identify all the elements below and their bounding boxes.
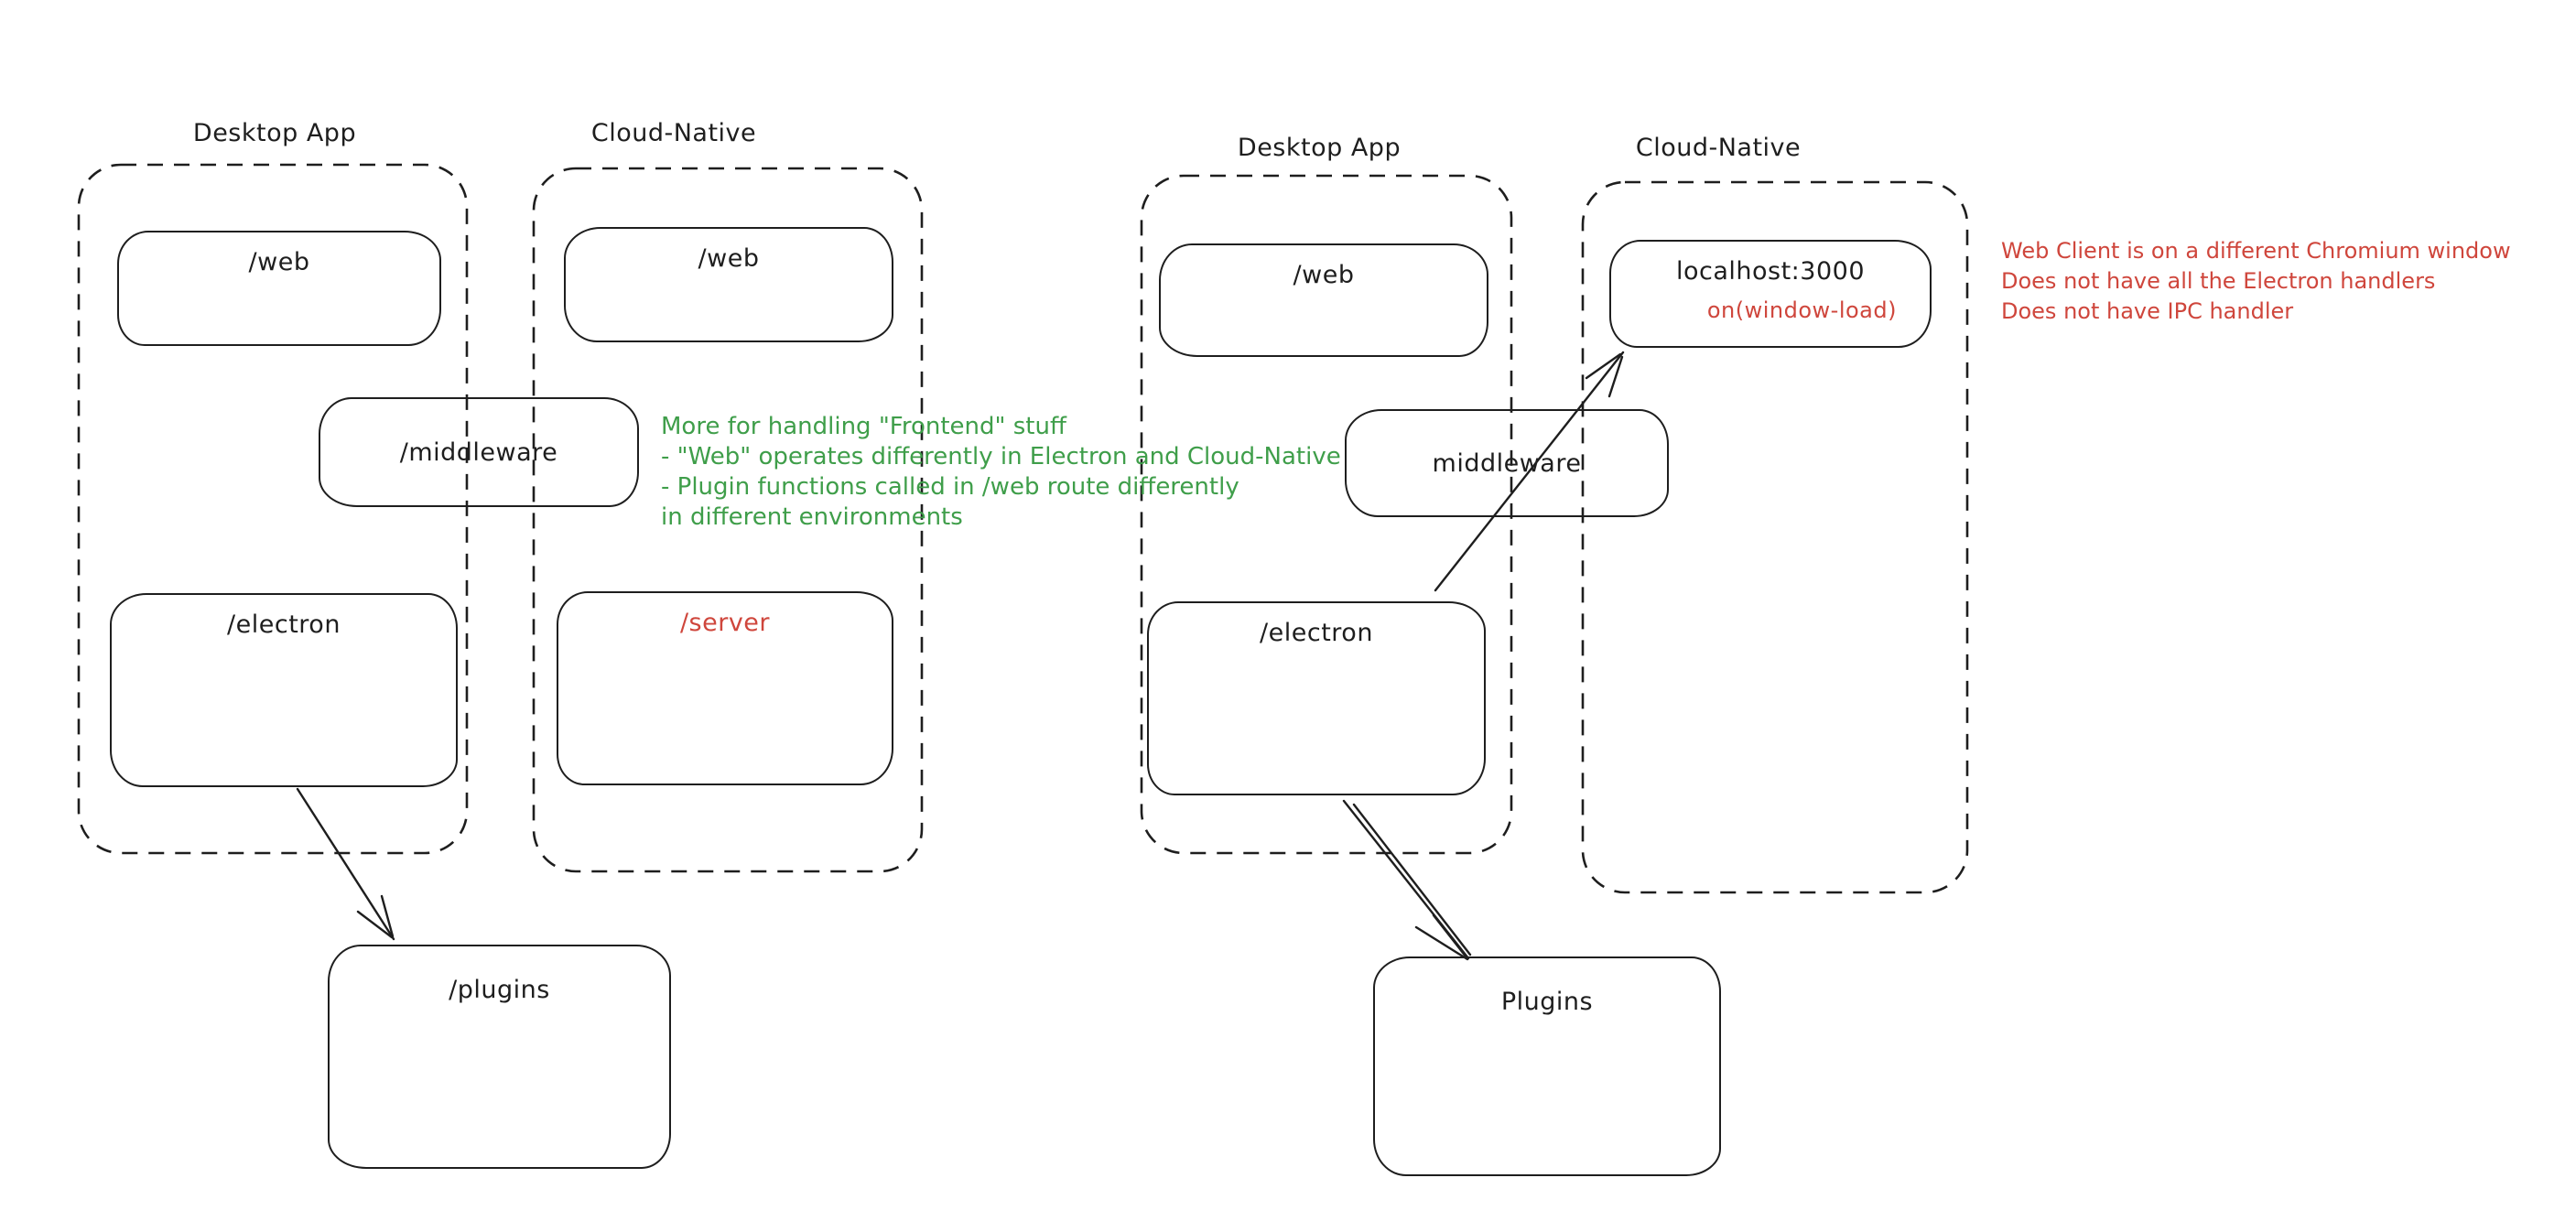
right-localhost-box[interactable]: localhost:3000 on(window-load): [1609, 240, 1932, 348]
on-window-load-label: on(window-load): [1706, 297, 1897, 323]
left-plugins-box[interactable]: /plugins: [328, 945, 671, 1169]
right-cloud-native-container[interactable]: [1581, 180, 1969, 894]
note-line: Web Client is on a different Chromium wi…: [2001, 238, 2511, 264]
arrow-electron-to-localhost[interactable]: [1434, 351, 1625, 592]
left-desktop-app-title[interactable]: Desktop App: [192, 119, 357, 147]
note-line: Does not have IPC handler: [2001, 298, 2294, 324]
box-label: /web: [1293, 261, 1355, 289]
note-line: - Plugin functions called in /web route …: [661, 473, 1239, 501]
arrow-electron-to-plugins-left[interactable]: [296, 787, 395, 941]
box-label: /middleware: [399, 438, 558, 467]
note-line: More for handling "Frontend" stuff: [661, 413, 1066, 440]
note-line: Does not have all the Electron handlers: [2001, 268, 2436, 294]
right-plugins-box[interactable]: Plugins: [1373, 956, 1721, 1176]
box-label: /electron: [1260, 619, 1373, 647]
right-desktop-app-title[interactable]: Desktop App: [1237, 134, 1402, 162]
left-cloud-native-title[interactable]: Cloud-Native: [590, 119, 757, 147]
right-desktop-app-container[interactable]: [1140, 174, 1513, 855]
left-electron-box[interactable]: /electron: [110, 593, 458, 787]
box-label: /web: [248, 248, 310, 276]
note-line: - "Web" operates differently in Electron…: [661, 443, 1341, 470]
green-annotation[interactable]: More for handling "Frontend" stuff - "We…: [661, 412, 1341, 533]
note-line: in different environments: [661, 503, 963, 531]
right-desktop-web-box[interactable]: /web: [1159, 243, 1488, 357]
box-label: middleware: [1432, 448, 1582, 478]
red-annotation[interactable]: Web Client is on a different Chromium wi…: [2001, 236, 2511, 327]
box-label: Plugins: [1500, 988, 1594, 1016]
left-server-box[interactable]: /server: [557, 591, 893, 785]
box-label: /plugins: [449, 976, 550, 1004]
box-label: /electron: [227, 611, 341, 639]
box-label: /server: [679, 609, 771, 637]
right-cloud-native-title[interactable]: Cloud-Native: [1635, 134, 1802, 162]
left-desktop-web-box[interactable]: /web: [117, 231, 441, 346]
left-cloud-native-container[interactable]: [532, 167, 924, 873]
right-electron-box[interactable]: /electron: [1147, 601, 1486, 795]
box-label: localhost:3000: [1675, 257, 1865, 286]
right-middleware-box[interactable]: middleware: [1345, 409, 1669, 517]
left-middleware-box[interactable]: /middleware: [319, 397, 639, 507]
left-desktop-app-container[interactable]: [77, 163, 469, 855]
box-label: /web: [698, 244, 760, 273]
left-cloud-web-box[interactable]: /web: [564, 227, 893, 342]
arrow-electron-to-plugins-right[interactable]: [1342, 799, 1472, 961]
